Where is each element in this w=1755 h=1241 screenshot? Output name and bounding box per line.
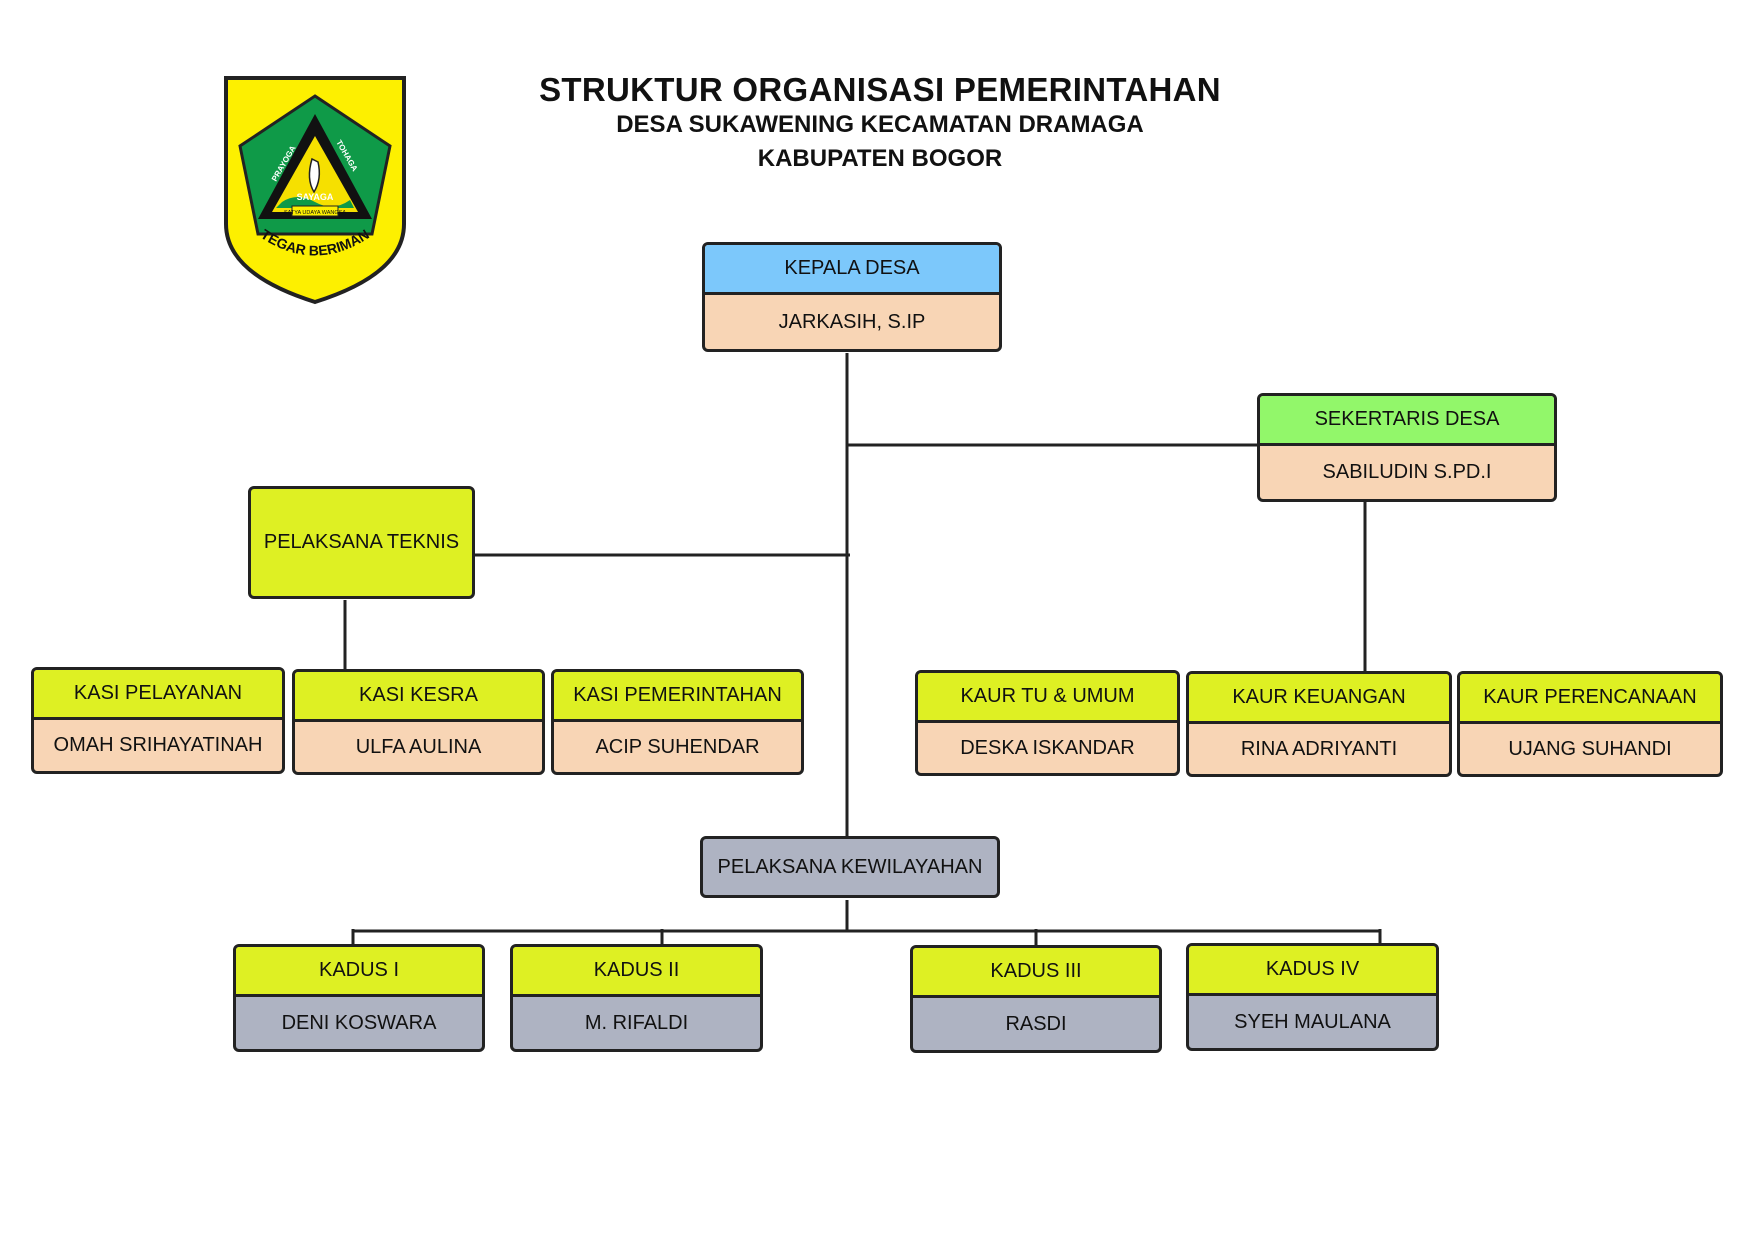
sekretaris-desa-title: SEKERTARIS DESA [1260,396,1554,446]
kepala-desa-title: KEPALA DESA [705,245,999,295]
kadus-ii-box: KADUS II M. RIFALDI [510,944,763,1052]
kasi-title: KASI PEMERINTAHAN [554,672,801,722]
kadus-title: KADUS I [236,947,482,997]
kaur-name: UJANG SUHANDI [1508,737,1672,760]
pelaksana-kewilayahan-box: PELAKSANA KEWILAYAHAN [700,836,1000,898]
kaur-title: KAUR PERENCANAAN [1460,674,1720,724]
kadus-name: DENI KOSWARA [281,1011,437,1034]
kasi-pemerintahan-box: KASI PEMERINTAHAN ACIP SUHENDAR [551,669,804,775]
page-region: KABUPATEN BOGOR [757,145,1003,172]
page-subtitle: DESA SUKAWENING KECAMATAN DRAMAGA [616,111,1144,138]
kepala-desa-box: KEPALA DESA JARKASIH, S.IP [702,242,1002,352]
kaur-perencanaan-box: KAUR PERENCANAAN UJANG SUHANDI [1457,671,1723,777]
sekretaris-desa-name: SABILUDIN S.PD.I [1322,461,1492,483]
kadus-iii-box: KADUS III RASDI [910,945,1162,1053]
kadus-iv-box: KADUS IV SYEH MAULANA [1186,943,1439,1051]
kaur-title: KAUR TU & UMUM [918,673,1177,723]
sekretaris-desa-box: SEKERTARIS DESA SABILUDIN S.PD.I [1257,393,1557,502]
pelaksana-teknis-box: PELAKSANA TEKNIS [248,486,475,599]
kaur-name: RINA ADRIYANTI [1240,737,1398,760]
kadus-title: KADUS II [513,947,760,997]
kaur-tu-umum-box: KAUR TU & UMUM DESKA ISKANDAR [915,670,1180,776]
svg-text:SAYAGA: SAYAGA [297,192,334,202]
kasi-title: KASI KESRA [295,672,542,722]
kasi-name: OMAH SRIHAYATINAH [53,734,263,756]
kadus-name: M. RIFALDI [584,1011,689,1034]
kasi-pelayanan-box: KASI PELAYANAN OMAH SRIHAYATINAH [31,667,285,774]
kadus-name: SYEH MAULANA [1234,1010,1391,1033]
pelaksana-teknis-title: PELAKSANA TEKNIS [263,531,460,553]
kaur-keuangan-box: KAUR KEUANGAN RINA ADRIYANTI [1186,671,1452,777]
kasi-name: ULFA AULINA [355,735,482,758]
kadus-title: KADUS III [913,948,1159,998]
kasi-title: KASI PELAYANAN [34,670,282,720]
svg-text:SATYA UDAYA WANGSA: SATYA UDAYA WANGSA [284,210,346,216]
kepala-desa-name: JARKASIH, S.IP [778,310,926,333]
kasi-kesra-box: KASI KESRA ULFA AULINA [292,669,545,775]
kasi-name: ACIP SUHENDAR [595,735,760,758]
kadus-i-box: KADUS I DENI KOSWARA [233,944,485,1052]
pelaksana-kewilayahan-title: PELAKSANA KEWILAYAHAN [717,855,983,878]
kabupaten-bogor-emblem-icon: SAYAGA PRAYOGA TOHAGA SATYA UDAYA WANGSA… [224,76,406,305]
page-title: STRUKTUR ORGANISASI PEMERINTAHAN [539,71,1221,108]
kaur-title: KAUR KEUANGAN [1189,674,1449,724]
kadus-title: KADUS IV [1189,946,1436,996]
kadus-name: RASDI [1005,1012,1067,1035]
kaur-name: DESKA ISKANDAR [960,736,1135,759]
